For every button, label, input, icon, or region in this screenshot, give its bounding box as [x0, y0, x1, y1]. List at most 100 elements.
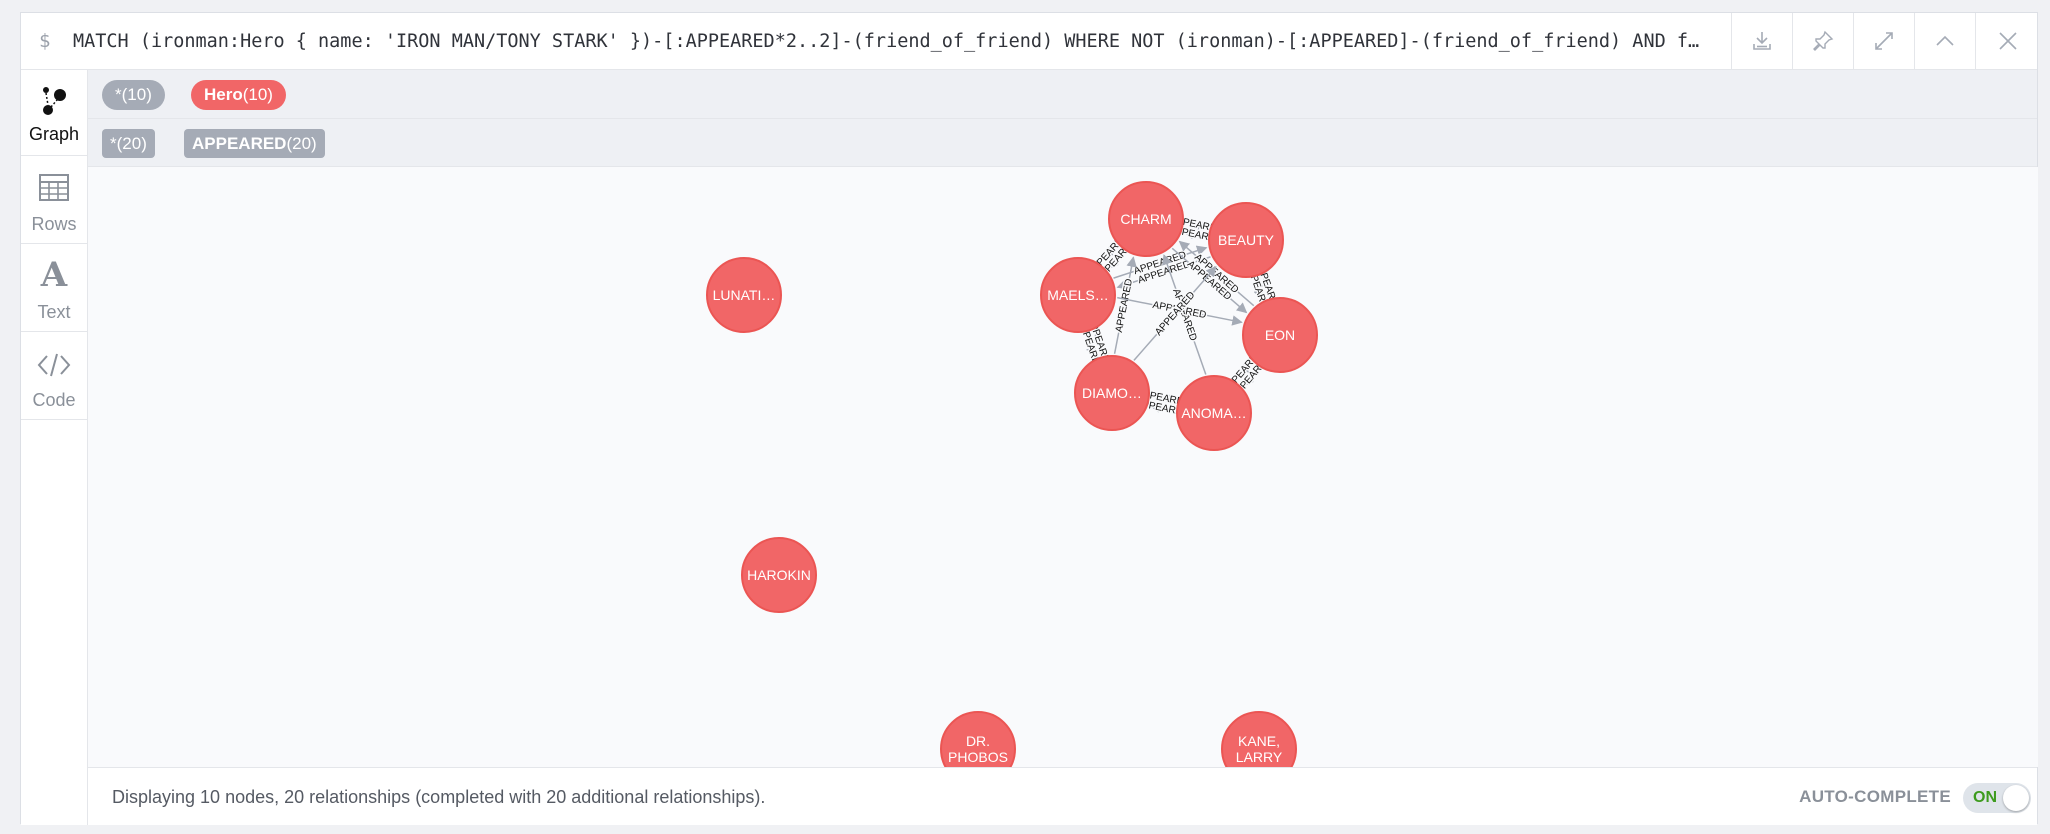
node-circle[interactable] [1221, 711, 1297, 767]
download-button[interactable] [1731, 13, 1792, 69]
node-caption: DR. [966, 733, 990, 749]
relationship-edge[interactable] [1113, 245, 1208, 279]
node-circle[interactable] [940, 711, 1016, 767]
graph-icon [43, 87, 66, 115]
status-bar: Displaying 10 nodes, 20 relationships (c… [88, 767, 2037, 825]
relationship-edge[interactable] [1117, 296, 1243, 326]
node-caption: LUNATI… [713, 287, 776, 303]
node-circle[interactable] [1208, 202, 1284, 278]
relationship-edge[interactable] [1183, 228, 1207, 240]
collapse-button[interactable] [1914, 13, 1975, 69]
relationship-legend: *(20) APPEARED(20) [88, 119, 2037, 167]
node-caption: MAELS… [1047, 287, 1108, 303]
relationship-edge[interactable] [1093, 330, 1105, 355]
graph-node-kane[interactable]: KANE,LARRY [1221, 711, 1297, 767]
expand-button[interactable] [1853, 13, 1914, 69]
sidebar-item-label: Text [37, 302, 71, 322]
download-icon [1753, 32, 1771, 50]
node-circle[interactable] [1176, 375, 1252, 451]
node-circle[interactable] [1040, 257, 1116, 333]
close-button[interactable] [1975, 13, 2039, 69]
node-circle[interactable] [1242, 297, 1318, 373]
node-caption: CHARM [1120, 211, 1171, 227]
code-icon [37, 353, 71, 377]
pin-icon [1813, 30, 1834, 51]
query-text[interactable]: MATCH (ironman:Hero { name: 'IRON MAN/TO… [73, 31, 1703, 52]
rel-type-appeared-count: (20) [286, 134, 317, 153]
sidebar-item-code[interactable]: Code [21, 332, 87, 420]
sidebar-item-text[interactable]: A Text [21, 244, 87, 332]
node-label-hero-text: Hero [204, 85, 243, 104]
graph-node-anoma[interactable]: ANOMA… [1176, 375, 1252, 451]
graph-node-beauty[interactable]: BEAUTY [1208, 202, 1284, 278]
node-caption: BEAUTY [1218, 232, 1275, 248]
node-circle[interactable] [706, 257, 782, 333]
relationship-edge[interactable] [1107, 250, 1125, 270]
graph-node-eon[interactable]: EON [1242, 297, 1318, 373]
query-bar: $ MATCH (ironman:Hero { name: 'IRON MAN/… [21, 13, 2037, 70]
sidebar-item-graph[interactable]: Graph [21, 70, 87, 156]
node-label-hero[interactable]: Hero(10) [191, 80, 286, 110]
node-caption: LARRY [1236, 749, 1283, 765]
sidebar-item-label: Rows [31, 214, 77, 234]
toggle-knob [2003, 785, 2029, 811]
node-label-all-count: (10) [121, 85, 152, 104]
relationship-edge[interactable] [1162, 254, 1207, 375]
relationship-edge[interactable] [1116, 256, 1211, 290]
sidebar-item-rows[interactable]: Rows [21, 156, 87, 244]
relationship-edge[interactable] [1185, 219, 1209, 231]
relationship-edge[interactable] [1085, 333, 1097, 358]
rel-type-all-count: (20) [116, 134, 147, 153]
node-caption: KANE, [1238, 733, 1280, 749]
node-caption: EON [1265, 327, 1295, 343]
graph-node-charm[interactable]: CHARM [1108, 181, 1184, 257]
toggle-state: ON [1973, 789, 1997, 806]
node-label-hero-count: (10) [242, 85, 273, 104]
graph-node-lunati[interactable]: LUNATI… [706, 257, 782, 333]
relationship-edge[interactable] [1171, 247, 1248, 314]
expand-icon [1875, 32, 1893, 50]
rel-type-all[interactable]: *(20) [102, 129, 155, 158]
relationship-edge[interactable] [1113, 256, 1137, 354]
node-label-all[interactable]: *(10) [102, 80, 165, 110]
prompt-symbol: $ [39, 30, 51, 52]
graph-svg[interactable]: APPEAREDAPPEAREDAPPEAREDAPPEAREDAPPEARED… [88, 167, 2038, 767]
result-frame: $ MATCH (ironman:Hero { name: 'IRON MAN/… [20, 12, 2038, 825]
graph-node-diamo[interactable]: DIAMO… [1074, 355, 1150, 431]
pin-button[interactable] [1792, 13, 1853, 69]
sidebar-item-label: Code [32, 390, 76, 410]
node-circle[interactable] [1108, 181, 1184, 257]
rel-type-appeared-text: APPEARED [192, 134, 287, 153]
relationship-edge[interactable] [1099, 244, 1117, 264]
relationship-label: APPEARED [1114, 278, 1135, 334]
autocomplete-toggle[interactable]: ON [1963, 783, 2031, 813]
relationship-edge[interactable] [1262, 274, 1273, 297]
graph-node-maels[interactable]: MAELS… [1040, 257, 1116, 333]
node-caption: ANOMA… [1181, 405, 1246, 421]
text-icon: A [40, 255, 68, 295]
sidebar-item-label: Graph [28, 124, 80, 144]
node-caption: PHOBOS [948, 749, 1008, 765]
relationship-edge[interactable] [1242, 367, 1260, 387]
relationship-edge[interactable] [1149, 402, 1175, 413]
close-icon [1998, 32, 2017, 50]
graph-node-harokin[interactable]: HAROKIN [741, 537, 817, 613]
relationship-edge[interactable] [1133, 266, 1217, 361]
node-circle[interactable] [741, 537, 817, 613]
table-icon [39, 174, 69, 201]
relationship-edge[interactable] [1234, 361, 1252, 381]
relationship-edge[interactable] [1178, 240, 1255, 307]
node-circle[interactable] [1074, 355, 1150, 431]
view-sidebar: Graph Rows A Text [21, 70, 88, 825]
rel-type-appeared[interactable]: APPEARED(20) [184, 129, 325, 158]
collapse-icon [1936, 35, 1954, 46]
node-caption: DIAMO… [1082, 385, 1142, 401]
node-caption: HAROKIN [747, 567, 811, 583]
relationship-edge[interactable] [1151, 393, 1177, 404]
rel-type-all-text: * [110, 134, 117, 153]
relationship-edge[interactable] [1253, 278, 1264, 301]
node-legend: *(10) Hero(10) [88, 70, 2037, 119]
node-label-all-text: * [115, 85, 122, 104]
graph-node-phobos[interactable]: DR.PHOBOS [940, 711, 1016, 767]
